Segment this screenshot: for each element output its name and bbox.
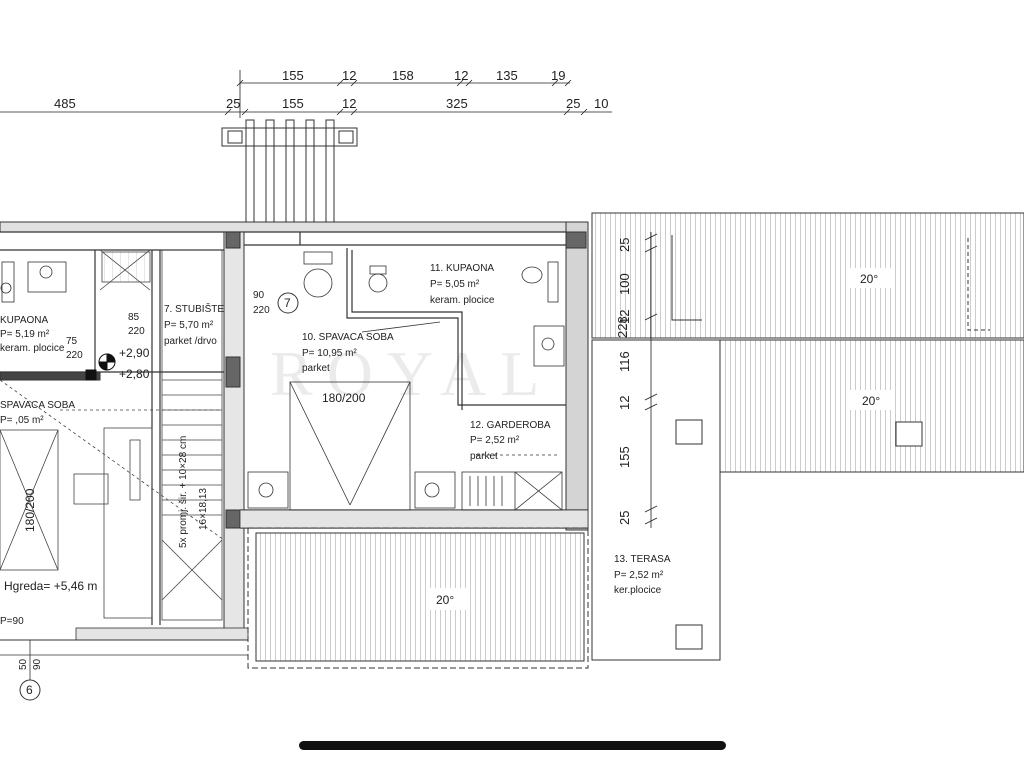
room-stubiste-area: P= 5,70 m² [164,320,214,331]
stair-note-2: 16×18,13 [198,488,209,530]
roof-areas [247,212,1024,669]
door-220-b: 220 [128,326,145,337]
door-75: 75 [66,336,78,347]
level-marker [85,353,116,381]
building-walls [0,221,589,656]
room-spavaca-10-name: 10. SPAVACA SOBA [302,332,394,343]
room-garderoba-12-area: P= 2,52 m² [470,435,520,446]
pergola-beams [221,119,358,229]
dim-155-r: 155 [617,446,632,468]
bedroom-10-furniture [247,251,456,511]
room-stubiste-finish: parket /drvo [164,336,217,347]
dim-116-r: 116 [617,351,632,372]
room-spavaca-left-name: SPAVACA SOBA [0,400,75,411]
dim-12-r-b: 12 [617,396,632,410]
room-kupaona-left-area: P= 5,19 m² [0,329,50,340]
dim-50-left: 50 [18,658,29,670]
dim-90-left: 90 [32,658,43,670]
room-kupaona-left-name: KUPAONA [0,315,48,326]
left-bathroom-fixtures [0,261,67,303]
level-plus-290: +2,90 [119,346,150,360]
dim-155-second: 155 [282,96,304,111]
dim-12-top-a: 12 [342,68,356,83]
room-terasa-13-area: P= 2,52 m² [614,570,664,581]
dim-10: 10 [594,96,608,111]
dim-12-second: 12 [342,96,356,111]
bed-size-right: 180/200 [322,391,366,405]
roof-pitch-middle-right: 20° [862,394,880,408]
bathroom-11-fixtures [361,261,565,367]
dim-25-right: 25 [566,96,580,111]
beam-height: Hgreda= +5,46 m [4,579,97,593]
dim-19-top: 19 [551,68,565,83]
door-220-c: 220 [66,350,83,361]
room-terasa-13-name: 13. TERASA [614,554,671,565]
dim-155-top: 155 [282,68,304,83]
p-note: P=90 [0,616,24,627]
dim-325: 325 [446,96,468,111]
door-90: 90 [253,290,265,301]
axis-marker-7: 7 [284,296,291,310]
dim-135-top: 135 [496,68,518,83]
home-indicator-bar[interactable] [299,741,726,750]
dim-12-r-a: 12 [617,310,632,324]
top-dimension-labels: 155 12 158 12 135 19 485 25 155 12 325 2… [54,68,608,111]
watermark: ROYAL [270,338,553,409]
right-dimension-line [644,232,658,528]
stair-note-1: 5x promj. šir. + 10×28 cm [178,436,189,548]
top-dimension-line [0,70,612,118]
staircase [99,249,223,621]
dim-100-r: 100 [617,273,632,295]
dim-12-top-b: 12 [454,68,468,83]
bed-size-left: 180/200 [23,488,37,532]
room-labels: KUPAONA P= 5,19 m² keram. plocice SPAVAC… [0,263,671,596]
room-kupaona-left-finish: keram. plocice [0,343,65,354]
door-220-a: 220 [253,305,270,316]
room-spavaca-10-area: P= 10,95 m² [302,348,357,359]
room-garderoba-12-finish: parket [470,451,498,462]
dim-228-r: 228 [615,316,630,338]
door-85: 85 [128,312,140,323]
room-kupaona-11-finish: keram. plocice [430,295,495,306]
roof-pitch-upper-right: 20° [860,272,878,286]
axis-marker-6: 6 [26,683,33,697]
room-kupaona-11-area: P= 5,05 m² [430,279,480,290]
dim-25-r-top: 25 [617,238,632,252]
level-plus-280: +2,80 [119,367,150,381]
dim-485: 485 [54,96,76,111]
roof-pitch-labels: 20° 20° 20° [426,268,894,610]
dim-25-r-bottom: 25 [617,511,632,525]
roof-pitch-bottom: 20° [436,593,454,607]
room-terasa-13-finish: ker.plocice [614,585,662,596]
left-bedroom-furniture [0,379,225,619]
room-kupaona-11-name: 11. KUPAONA [430,263,494,274]
room-garderoba-12-name: 12. GARDEROBA [470,420,551,431]
room-spavaca-left-area: P= ,05 m² [0,415,44,426]
room-stubiste-name: 7. STUBIŠTE [164,302,224,315]
right-dimension-labels: 25 100 12 116 12 155 25 228 [615,238,632,525]
wardrobe-12-fixtures [461,454,563,511]
annotations: 90 220 85 220 75 220 +2,90 +2,80 7 6 180… [0,290,366,701]
dim-158-top: 158 [392,68,414,83]
dim-25-left: 25 [226,96,240,111]
room-spavaca-10-finish: parket [302,363,330,374]
